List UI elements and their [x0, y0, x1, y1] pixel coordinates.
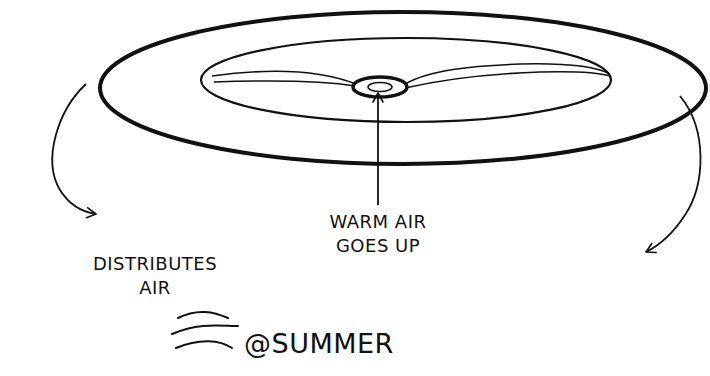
wind-strokes	[172, 312, 238, 348]
fan-blade	[405, 64, 610, 88]
fan-inner-ring	[201, 38, 611, 122]
season-label: @SUMMER	[244, 326, 394, 362]
note-text: DISTRIBUTES AIR	[80, 252, 230, 301]
leader-label: WARM AIR GOES UP	[318, 210, 438, 259]
fan-blade	[212, 71, 356, 86]
fan-hub	[353, 77, 407, 97]
airflow-arrow	[52, 84, 96, 214]
airflow-arrow	[646, 96, 701, 252]
leader-arrow	[377, 93, 379, 205]
fan-outer-ring	[100, 12, 706, 164]
fan-hub-center	[368, 83, 392, 92]
